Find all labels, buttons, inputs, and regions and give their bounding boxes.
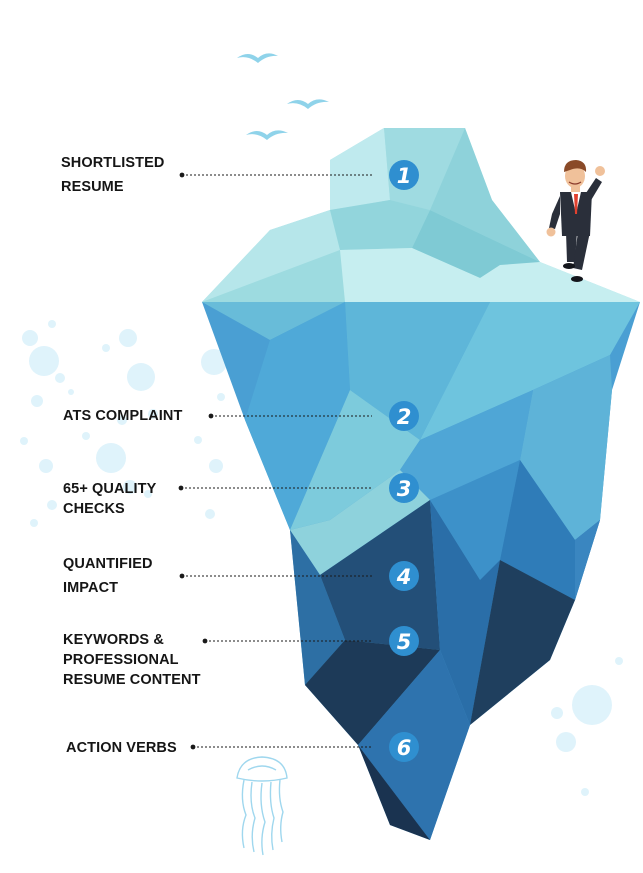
number-label-6: 6 bbox=[397, 736, 412, 760]
level-4-label: QUANTIFIED IMPACT bbox=[63, 554, 153, 598]
jellyfish-icon bbox=[236, 756, 288, 856]
level-1-label: SHORTLISTED RESUME bbox=[61, 153, 164, 197]
number-label-2: 2 bbox=[397, 405, 412, 429]
number-badge-6: 6 bbox=[389, 732, 419, 762]
bird-icon bbox=[237, 53, 278, 63]
iceberg-icon bbox=[202, 128, 640, 840]
level-6-line-1: ACTION VERBS bbox=[66, 740, 177, 756]
number-label-3: 3 bbox=[397, 477, 412, 501]
businessman-icon bbox=[546, 160, 605, 282]
level-5-line-1: KEYWORDS & bbox=[63, 632, 164, 648]
number-label-1: 1 bbox=[397, 164, 412, 188]
bubble-icon bbox=[551, 657, 623, 796]
number-badge-5: 5 bbox=[389, 626, 419, 656]
level-1-line-1: SHORTLISTED bbox=[61, 155, 165, 171]
level-2-line-1: ATS COMPLAINT bbox=[63, 408, 183, 424]
bird-icon bbox=[287, 99, 329, 109]
number-badge-1: 1 bbox=[389, 160, 419, 190]
level-3-line-2: CHECKS bbox=[63, 501, 125, 517]
leader-dots bbox=[178, 172, 214, 750]
leader-lines bbox=[181, 174, 372, 748]
level-6-label: ACTION VERBS bbox=[66, 738, 177, 758]
number-badge-4: 4 bbox=[389, 561, 419, 591]
number-label-5: 5 bbox=[397, 630, 412, 654]
number-label-4: 4 bbox=[396, 565, 412, 589]
level-3-line-1: 65+ QUALITY bbox=[63, 481, 157, 497]
level-4-line-1: QUANTIFIED bbox=[63, 556, 153, 572]
level-3-label: 65+ QUALITY CHECKS bbox=[63, 479, 156, 519]
bird-icon bbox=[246, 130, 288, 140]
level-1-line-2: RESUME bbox=[61, 179, 124, 195]
level-5-line-3: RESUME CONTENT bbox=[63, 672, 201, 688]
level-5-line-2: PROFESSIONAL bbox=[63, 652, 179, 668]
level-5-label: KEYWORDS & PROFESSIONAL RESUME CONTENT bbox=[63, 630, 201, 690]
level-4-line-2: IMPACT bbox=[63, 580, 119, 596]
level-2-label: ATS COMPLAINT bbox=[63, 406, 182, 426]
number-badge-2: 2 bbox=[389, 401, 419, 431]
number-badge-3: 3 bbox=[389, 473, 419, 503]
